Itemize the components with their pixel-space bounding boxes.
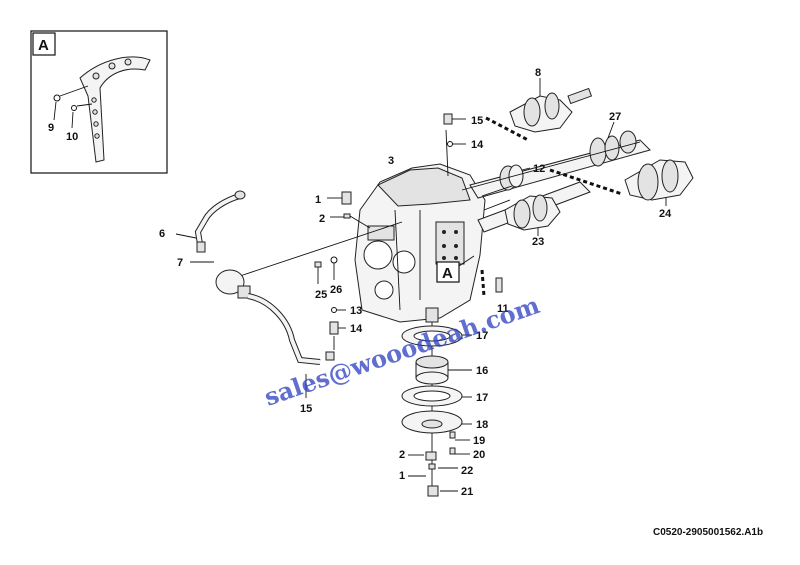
bolt-25-26 — [314, 256, 338, 284]
filter-stack — [401, 307, 463, 497]
callout-15-lower: 15 — [300, 403, 312, 415]
oring-icon — [71, 105, 77, 111]
callout-12: 12 — [533, 163, 545, 175]
callout-17-a: 17 — [476, 330, 488, 342]
callout-1-lower: 1 — [399, 470, 405, 482]
bolt-15-upper — [443, 113, 466, 147]
callout-15-upper: 15 — [471, 115, 483, 127]
hose-assembly — [175, 190, 335, 365]
callout-25: 25 — [315, 289, 327, 301]
dashed-leader — [549, 168, 623, 196]
callout-3: 3 — [388, 155, 394, 167]
callout-6: 6 — [159, 228, 165, 240]
oring-icon — [53, 94, 61, 102]
inset-letter: A — [38, 37, 49, 54]
shaft-assembly-27 — [469, 121, 651, 199]
svg-text:A: A — [442, 265, 453, 282]
callout-2-lower: 2 — [399, 449, 405, 461]
shaft-assembly-23 — [477, 181, 591, 236]
callout-2-upper: 2 — [319, 213, 325, 225]
drawing-code: C0520-2905001562.A1b — [653, 527, 763, 538]
callout-14-lower: 14 — [350, 323, 363, 335]
callout-21: 21 — [461, 486, 473, 498]
dashed-leader — [485, 116, 529, 142]
callout-16: 16 — [476, 365, 488, 377]
callout-24: 24 — [659, 208, 672, 220]
callout-17-b: 17 — [476, 392, 488, 404]
callout-22: 22 — [461, 465, 473, 477]
callout-13: 13 — [350, 305, 362, 317]
callout-1-upper: 1 — [315, 194, 321, 206]
callout-20: 20 — [473, 449, 485, 461]
dashed-leader — [480, 269, 486, 297]
leader-line — [239, 221, 403, 277]
callout-8: 8 — [535, 67, 541, 79]
callout-10: 10 — [66, 131, 78, 143]
transmission-housing — [354, 163, 486, 323]
bolt-11 — [495, 277, 503, 293]
callout-18: 18 — [476, 419, 488, 431]
callout-23: 23 — [532, 236, 544, 248]
shaft-assembly-24 — [624, 159, 694, 206]
inset-detail-a: A 9 10 — [30, 30, 168, 174]
callout-19: 19 — [473, 435, 485, 447]
view-marker-a: A — [436, 255, 475, 283]
shaft-assembly-8 — [509, 78, 593, 133]
callout-7: 7 — [177, 257, 183, 269]
callout-11: 11 — [497, 303, 509, 315]
plug-1-upper — [327, 191, 371, 229]
callout-9: 9 — [48, 122, 54, 134]
inset-letter-box — [32, 32, 56, 56]
callout-27: 27 — [609, 111, 621, 123]
plug-13-14 — [329, 307, 346, 350]
callout-26: 26 — [330, 284, 342, 296]
callout-14-upper: 14 — [471, 139, 484, 151]
